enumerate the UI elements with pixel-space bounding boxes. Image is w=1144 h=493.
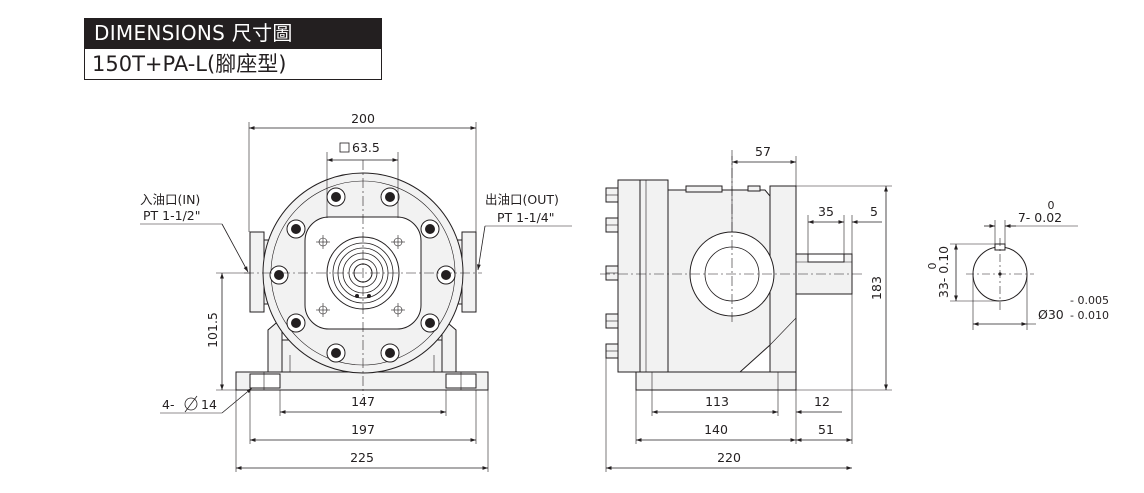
dim-183: 183	[869, 276, 884, 300]
header-model-bar	[84, 48, 382, 80]
holes-diameter: 14	[201, 397, 217, 412]
header-title: DIMENSIONS 尺寸圖	[94, 21, 293, 45]
side-end-cover	[617, 179, 641, 373]
shaft-section: 0 7- 0.02 0 33- 0.10 - 0.005 Ø30 - 0.010	[926, 199, 1109, 330]
height-tol-upper: 0	[926, 263, 939, 270]
key-tolerance: 7- 0.02	[1018, 210, 1062, 225]
square-symbol-icon	[339, 142, 350, 153]
dim-51: 51	[818, 422, 834, 437]
header-title-bar	[84, 18, 382, 48]
inlet-port-flange	[249, 231, 265, 313]
dim-63-5: 63.5	[352, 140, 380, 155]
dim-147: 147	[351, 394, 375, 409]
outlet-port-flange	[461, 231, 477, 313]
dim-35: 35	[818, 204, 834, 219]
dim-12: 12	[814, 394, 830, 409]
outlet-label: 出油口(OUT)	[485, 192, 559, 207]
front-foot-left	[249, 373, 281, 389]
inlet-label: 入油口(IN)	[140, 192, 200, 207]
header-model: 150T+PA-L(腳座型)	[92, 52, 287, 76]
dim-5: 5	[870, 204, 878, 219]
dim-140: 140	[704, 422, 728, 437]
dim-113: 113	[705, 394, 729, 409]
side-bolt-heads	[605, 187, 619, 359]
dia-tol-upper: - 0.005	[1070, 294, 1109, 307]
dim-200: 200	[351, 111, 375, 126]
front-view: 200 63.5 入油口(IN) PT 1-1/2" 出油口(OUT) PT 1…	[140, 111, 572, 472]
tapped-holes	[316, 235, 405, 317]
side-base-plate	[635, 371, 797, 391]
holes-label: 4-	[162, 397, 174, 412]
dim-57: 57	[755, 144, 771, 159]
dia-tol-lower: - 0.010	[1070, 309, 1109, 322]
dim-225: 225	[350, 450, 374, 465]
outlet-thread: PT 1-1/4"	[497, 210, 554, 225]
dim-197: 197	[351, 422, 375, 437]
dim-220: 220	[717, 450, 741, 465]
side-view: 57 35 5 183 113 12 140 51 220	[600, 144, 892, 472]
diameter-symbol-icon	[184, 397, 198, 411]
side-mount-flange	[769, 185, 797, 373]
key-tol-upper: 0	[1048, 199, 1055, 212]
dim-101-5: 101.5	[205, 312, 220, 348]
dia-label: Ø30	[1038, 307, 1064, 322]
height-tolerance: 33- 0.10	[936, 246, 951, 298]
housing-bolts	[269, 187, 456, 363]
inlet-thread: PT 1-1/2"	[143, 208, 200, 223]
